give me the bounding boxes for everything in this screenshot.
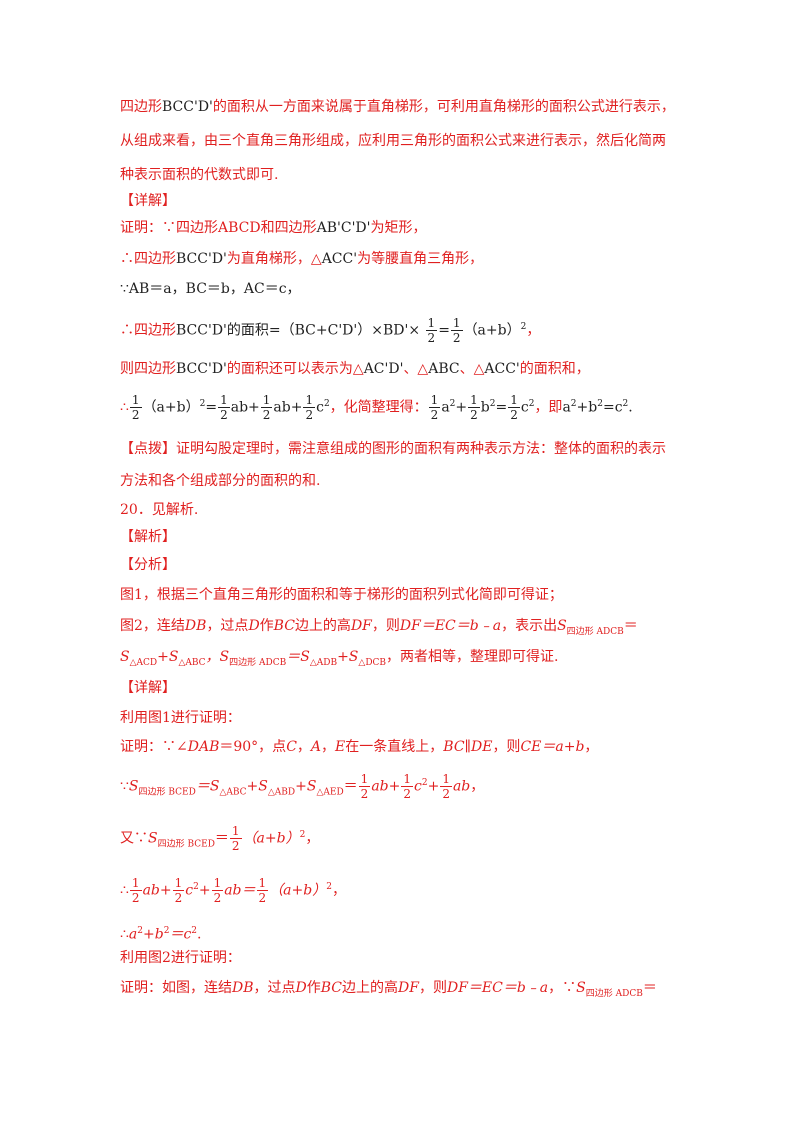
section-heading-detail: 【详解】 (120, 193, 176, 209)
line-8: 则四边形BCC'D'的面积还可以表示为△AC'D'、△ABC、△ACC'的面积和… (120, 361, 590, 377)
line-26: 证明：如图，连结DB，过点D作BC边上的高DF，则DF＝EC＝b﹣a，∵S四边形… (120, 980, 657, 999)
section-heading-analysis: 【解析】 (120, 529, 176, 545)
line-1: 从组成来看，由三个直角三角形组成，应利用三角形的面积公式来进行表示，然后化简两 (120, 133, 666, 149)
line-11: 方法和各个组成部分的面积的和. (120, 473, 321, 489)
line-17: S△ACD+S△ABC，S四边形 ADCB＝S△ADB+S△DCB，两者相等，整… (120, 649, 559, 668)
line-4: 证明：∵四边形ABCD和四边形AB'C'D'为矩形， (120, 220, 427, 236)
line-12: 20．见解析. (120, 502, 199, 518)
line-19: 利用图1进行证明： (120, 710, 241, 726)
line-25: 利用图2进行证明： (120, 950, 241, 966)
line-15: 图1，根据三个直角三角形的面积和等于梯形的面积列式化简即可得证； (120, 587, 563, 603)
line-5: ∴四边形BCC'D'为直角梯形，△ACC'为等腰直角三角形， (120, 251, 484, 267)
section-heading-fenxi: 【分析】 (120, 557, 176, 573)
line-6: ∵AB＝a，BC＝b，AC＝c， (120, 281, 301, 297)
line-2: 种表示面积的代数式即可. (120, 167, 279, 183)
line-16: 图2，连结DB，过点D作BC边上的高DF，则DF＝EC＝b﹣a，表示出S四边形 … (120, 618, 638, 637)
line-0: 四边形BCC'D'的面积从一方面来说属于直角梯形，可利用直角梯形的面积公式进行表… (120, 99, 675, 115)
line-20: 证明：∵∠DAB＝90°，点C，A，E在一条直线上，BC∥DE，则CE＝a+b， (120, 739, 599, 755)
section-heading-detail-2: 【详解】 (120, 680, 176, 696)
line-24: ∴a2+b2＝c2. (120, 926, 202, 943)
line-10: 【点拨】证明勾股定理时，需注意组成的图形的面积有两种表示方法：整体的面积的表示 (120, 441, 666, 457)
